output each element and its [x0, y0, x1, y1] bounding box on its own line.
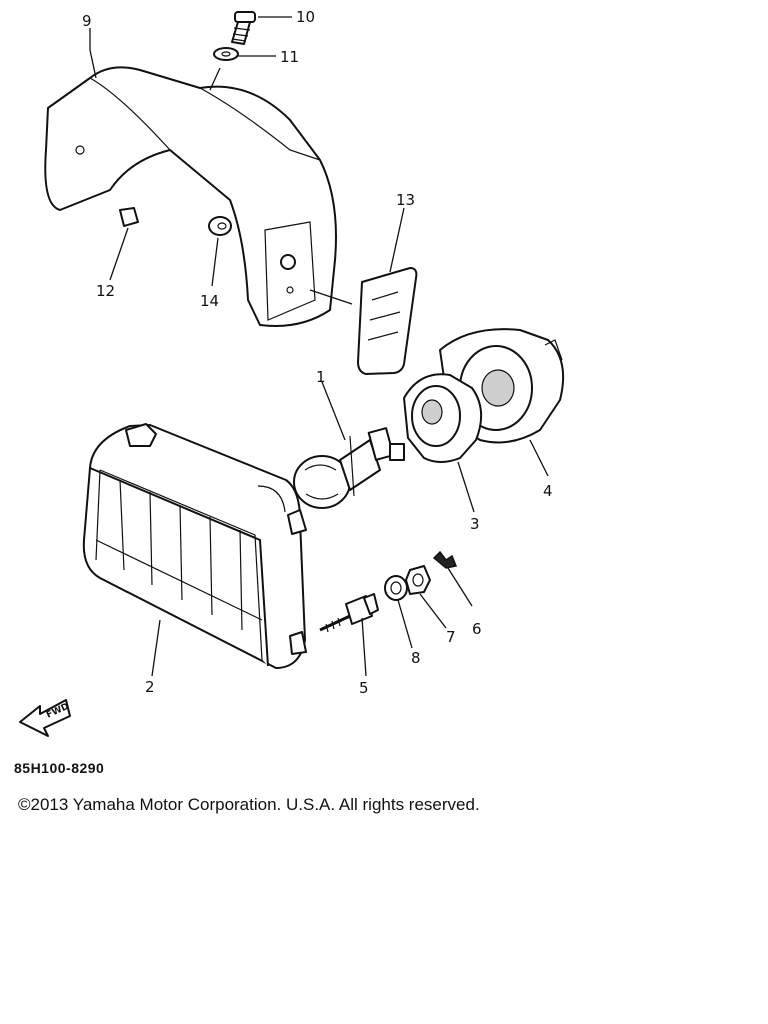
spacer — [384, 575, 408, 601]
callout-8: 8 — [411, 649, 421, 667]
callout-7: 7 — [446, 628, 456, 646]
screw — [231, 11, 256, 45]
adjusting-screw — [319, 593, 379, 633]
exploded-parts-diagram: FWD 1 2 3 4 5 6 7 8 9 10 11 12 13 14 — [19, 8, 565, 737]
callout-6: 6 — [472, 620, 482, 638]
callout-9: 9 — [82, 12, 92, 30]
callout-3: 3 — [470, 515, 480, 533]
washer — [213, 47, 239, 61]
headlight-unit — [82, 423, 307, 669]
spring-clip — [432, 550, 458, 569]
callout-5: 5 — [359, 679, 369, 697]
diagram-code: 85H100-8290 — [14, 760, 105, 776]
halogen-bulb — [293, 427, 405, 509]
callout-4: 4 — [543, 482, 553, 500]
bulb-socket — [403, 373, 483, 463]
callout-14: 14 — [200, 292, 219, 310]
callout-13: 13 — [396, 191, 415, 209]
callout-2: 2 — [145, 678, 155, 696]
nut — [405, 565, 431, 595]
headlight-cover — [44, 66, 337, 327]
callout-10: 10 — [296, 8, 315, 26]
fwd-arrow-icon: FWD — [19, 699, 71, 737]
copyright-notice: ©2013 Yamaha Motor Corporation. U.S.A. A… — [18, 795, 480, 814]
callout-12: 12 — [96, 282, 115, 300]
callout-1: 1 — [316, 368, 326, 386]
leader-lines — [89, 16, 549, 677]
grommet — [208, 216, 232, 236]
reflector — [357, 267, 418, 375]
callout-11: 11 — [280, 48, 299, 66]
clip-nut — [119, 207, 139, 227]
